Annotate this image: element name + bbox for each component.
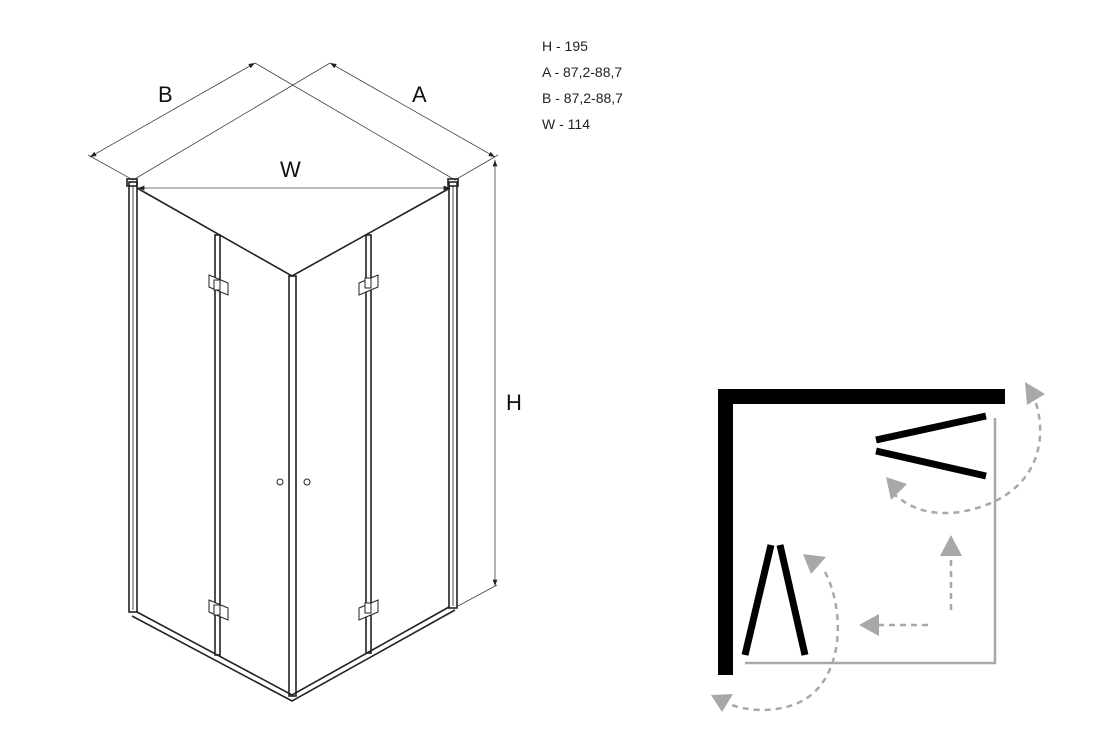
folding-door-right [875,412,987,480]
folding-door-left [741,544,809,656]
front-post [288,275,297,697]
hinge-icon [208,274,379,621]
wall-bracket-right [447,178,459,187]
tray-outline [745,418,997,665]
wall [718,389,1005,675]
label-a: A [412,82,427,107]
handle-right [303,478,311,486]
spec-height: H - 195 [542,38,588,54]
spec-a: A - 87,2-88,7 [542,64,623,80]
plan-view [711,382,1045,712]
dimension-b [89,62,256,158]
label-w: W [280,157,301,182]
dimension-lines [87,62,499,607]
handle-left [276,478,284,486]
wall-bracket-left [126,178,138,187]
hinge-line-left [214,234,221,656]
swing-arrows [731,402,1042,712]
label-b: B [158,82,173,107]
spec-b: B - 87,2-88,7 [542,90,623,106]
shower-enclosure [126,178,459,702]
label-h: H [506,390,522,415]
dimension-a [329,62,496,158]
hinge-line-right [365,234,372,654]
spec-w: W - 114 [542,116,590,132]
arrowhead-icon [711,382,1045,712]
